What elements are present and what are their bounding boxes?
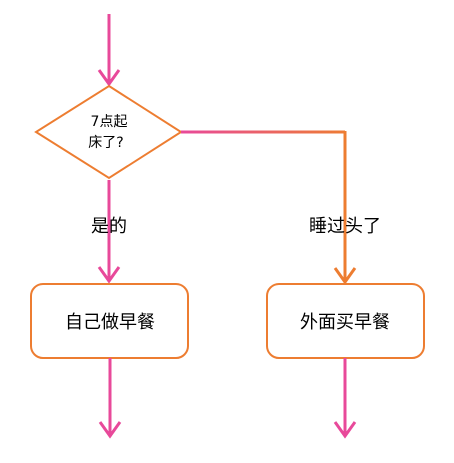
action-node-right: 外面买早餐 bbox=[266, 283, 425, 359]
decision-diamond bbox=[34, 84, 183, 180]
decision-node: 7点起 床了? bbox=[34, 84, 183, 180]
action-text-right: 外面买早餐 bbox=[300, 312, 390, 333]
exit-arrow-left bbox=[98, 358, 122, 439]
no-branch-label: 睡过头了 bbox=[309, 216, 381, 237]
decision-text-line1: 7点起 bbox=[91, 114, 128, 130]
entry-arrow bbox=[97, 14, 121, 87]
no-branch-arrow bbox=[181, 130, 357, 285]
exit-arrow-right bbox=[333, 358, 357, 439]
yes-branch-arrow bbox=[97, 180, 121, 284]
action-node-left: 自己做早餐 bbox=[30, 283, 189, 359]
yes-branch-label: 是的 bbox=[91, 216, 127, 237]
decision-text-line2: 床了? bbox=[88, 135, 123, 151]
action-text-left: 自己做早餐 bbox=[65, 312, 155, 333]
